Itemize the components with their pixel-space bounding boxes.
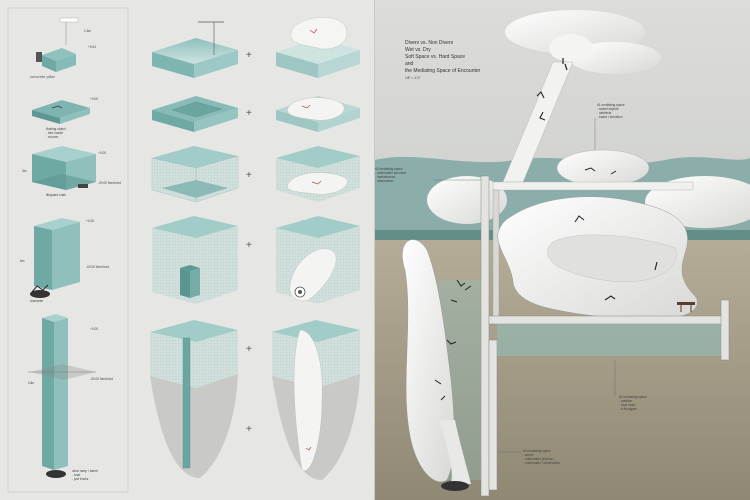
callout-4-line-1: - layers	[523, 453, 534, 457]
title-line-4: and	[405, 61, 414, 67]
matrix-svg: concrete pillar +0.00 1.5m +	[7, 7, 360, 493]
callout-3-title: #3 mediating space	[619, 395, 647, 399]
callout-2-line-1: - underwater structure	[375, 171, 406, 175]
callout-2-line-2: - maintenance	[375, 175, 395, 179]
callout-1-line-2: - cafeteria	[597, 111, 611, 115]
row1-small-box	[36, 17, 79, 72]
row5-block-right	[272, 320, 360, 480]
callout-1-line-1: - swivel objects	[597, 107, 619, 111]
title-line-5: the Mediating Space of Encounter	[405, 68, 481, 74]
row1-label: concrete pillar	[30, 74, 56, 79]
callout-3-line-2: - mud swim	[619, 403, 636, 407]
row3-block-mid	[151, 146, 239, 203]
row5-level: +0.00	[90, 327, 98, 331]
callout-1-line-3: - board / elevation	[597, 115, 623, 119]
row5-label-c: - just trucks	[72, 477, 89, 481]
row2-label-c: - volume	[46, 135, 58, 139]
row-1: concrete pillar +0.00 1.5m +	[30, 17, 360, 79]
row5-plus-b: +	[246, 424, 252, 435]
row5-label-a: clear ramp / barrel	[72, 469, 98, 473]
row2-level: +0.00	[90, 97, 98, 101]
row5-small-box	[28, 314, 96, 478]
callout-2: #2 mediating space - underwater structur…	[375, 167, 481, 183]
row4-dim: 6m	[20, 259, 25, 263]
scale-note: 1/8" = 1'-0"	[405, 76, 421, 80]
row-5: clear ramp / barrel - boat - just trucks…	[28, 314, 360, 481]
row5-level-b: -00.00 fixed bed	[90, 377, 113, 381]
column-frame	[7, 7, 129, 493]
callout-1: #1 mediating space - swivel objects - ca…	[594, 103, 625, 150]
callout-4-line-2: - underwater (interior)	[523, 457, 554, 461]
row4-level: +0.00	[86, 219, 94, 223]
row4-block-mid	[152, 216, 238, 304]
callout-3-line-1: - partition	[619, 399, 633, 403]
callout-3-line-3: - a floodgate	[619, 407, 637, 411]
section-render-svg: Divers vs. Non Divers Wet vs. Dry Soft S…	[375, 0, 750, 500]
row3-small-box	[32, 146, 96, 190]
row-2: floating object - bird nature - volume +…	[32, 96, 360, 139]
title-line-1: Divers vs. Non Divers	[405, 40, 454, 46]
right-panel-section-render: Divers vs. Non Divers Wet vs. Dry Soft S…	[375, 0, 750, 500]
row2-block-mid	[152, 96, 238, 132]
upper-deck	[492, 149, 694, 321]
row3-level-b: -00.00 fixed bed	[98, 181, 121, 185]
callout-4-title: #4 mediating space	[523, 449, 551, 453]
row3-level: +0.00	[98, 151, 106, 155]
row1-dim: 1.5m	[84, 29, 91, 33]
soft-slide-tube	[402, 239, 472, 491]
callout-2-line-3: - observation	[375, 179, 394, 183]
row1-plus: +	[246, 50, 252, 61]
title-line-3: Soft Space vs. Hard Space	[405, 54, 465, 60]
row3-label: lifeguard chair	[46, 193, 67, 197]
row4-label: character	[30, 299, 44, 303]
row2-small-box	[32, 100, 90, 124]
row2-plus: +	[246, 108, 252, 119]
row4-block-right	[276, 216, 360, 304]
row5-plus: +	[246, 344, 252, 355]
row-3: lifeguard chair +0.00 -00.00 fixed bed 3…	[22, 146, 360, 203]
soft-pool-volume	[497, 196, 698, 319]
row4-plus: +	[246, 240, 252, 251]
sheet-divider	[374, 0, 375, 500]
row1-block-right	[276, 17, 360, 78]
row5-block-mid	[150, 320, 238, 478]
row1-block-mid	[152, 21, 238, 78]
callout-1-title: #1 mediating space	[597, 103, 625, 107]
row2-label-a: floating object	[46, 127, 66, 131]
board-title: Divers vs. Non Divers Wet vs. Dry Soft S…	[405, 40, 481, 80]
callout-4: #4 mediating space - layers - underwater…	[497, 449, 560, 465]
callout-2-title: #2 mediating space	[375, 167, 403, 171]
row3-block-right	[276, 146, 360, 202]
row2-label-b: - bird nature	[46, 131, 63, 135]
row2-block-right	[276, 96, 360, 132]
callout-4-line-3: - underwater / observation	[523, 461, 560, 465]
row4-small-box	[30, 218, 80, 298]
row4-level-b: -00.00 fixed bed	[86, 265, 109, 269]
callout-3: #3 mediating space - partition - mud swi…	[614, 360, 647, 411]
row1-level: +0.00	[88, 45, 96, 49]
row3-plus: +	[246, 170, 252, 181]
row5-dim: 10m	[28, 381, 35, 385]
row5-label-b: - boat	[72, 473, 80, 477]
row3-dim: 3m	[22, 169, 27, 173]
title-line-2: Wet vs. Dry	[405, 47, 431, 53]
left-panel-diagram-matrix: concrete pillar +0.00 1.5m +	[7, 7, 360, 493]
row-4: character +0.00 -00.00 fixed bed 6m +	[20, 216, 360, 304]
